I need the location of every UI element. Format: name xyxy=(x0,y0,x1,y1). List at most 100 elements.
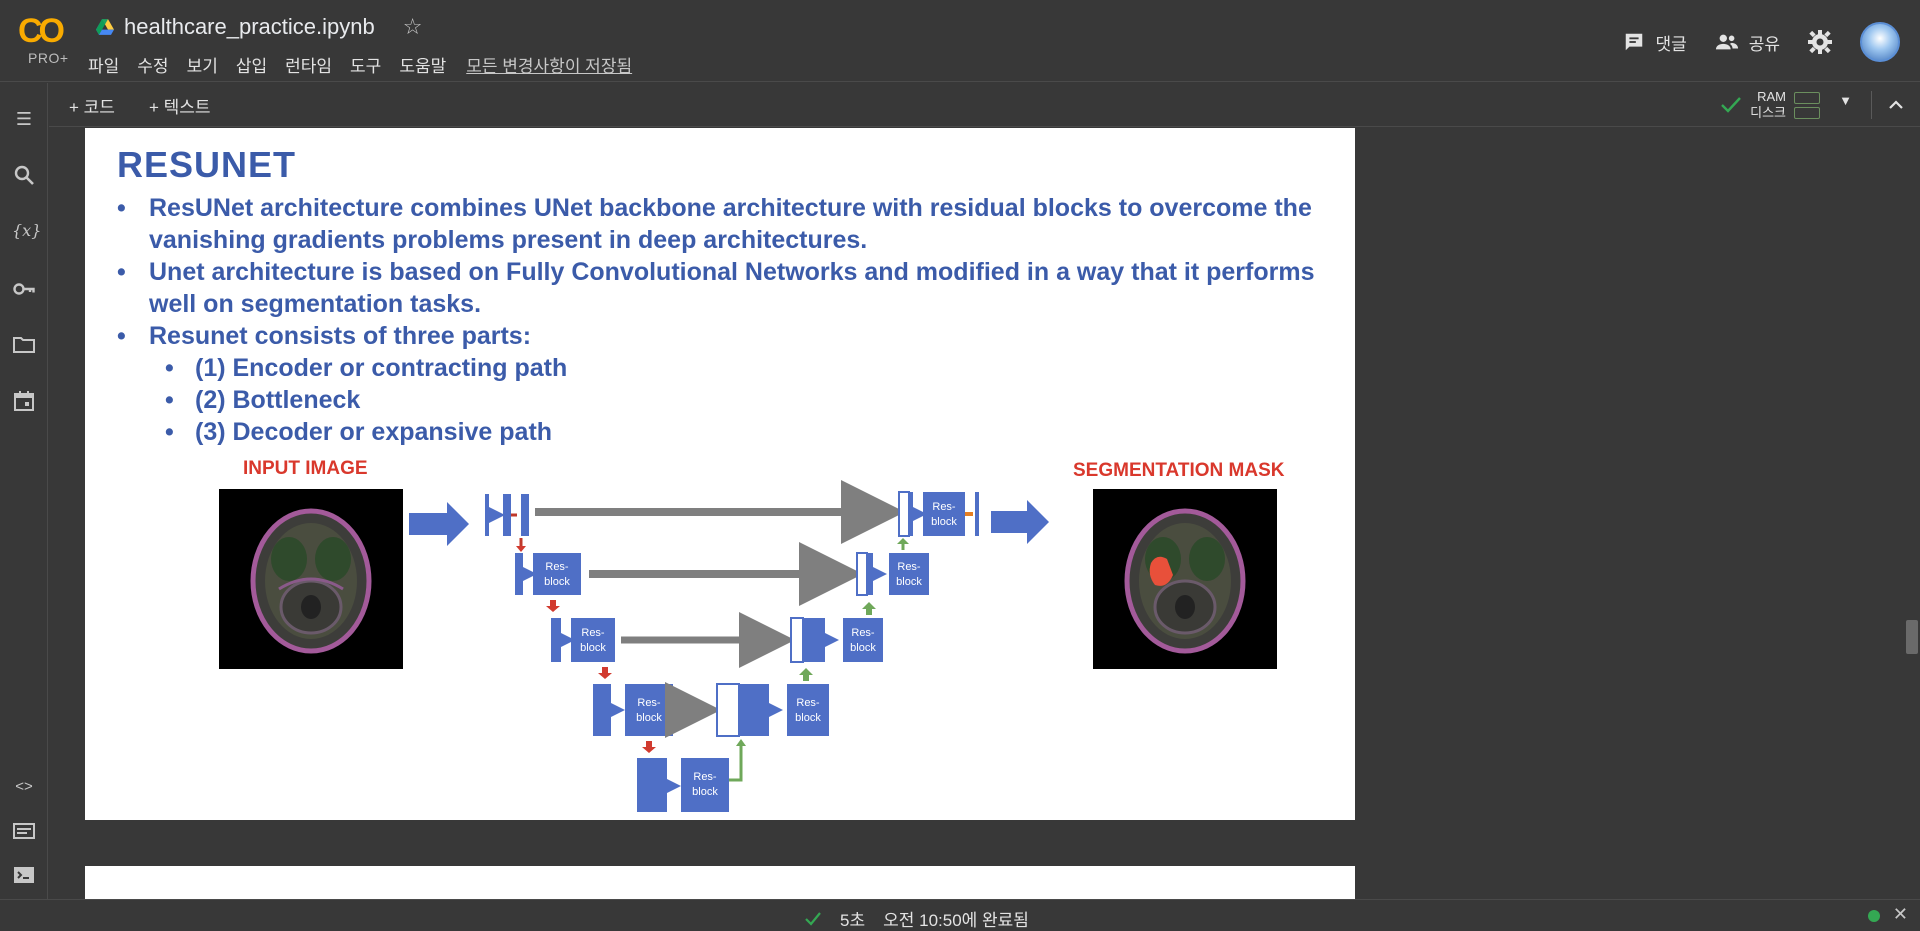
add-code-button[interactable]: + 코드 xyxy=(69,98,115,117)
enc4-resblock xyxy=(625,684,673,736)
menu-view[interactable]: 보기 xyxy=(186,57,218,76)
bottleneck-resblock-text-2: block xyxy=(692,786,718,798)
dec2-concat xyxy=(856,552,868,596)
ram-label: RAM xyxy=(1757,89,1786,104)
status-check-icon xyxy=(805,911,821,926)
menu-insert[interactable]: 삽입 xyxy=(235,57,268,76)
segmentation-mask-label: SEGMENTATION MASK xyxy=(1073,460,1285,481)
input-big-arrow xyxy=(409,502,469,546)
sub-bullet-3: (3) Decoder or expansive path xyxy=(117,416,1337,448)
star-icon[interactable]: ☆ xyxy=(402,14,423,39)
status-bar: 5초 오전 10:50에 완료됨 ✕ xyxy=(0,899,1920,931)
enc1-layer-a xyxy=(485,494,489,536)
output-big-arrow xyxy=(991,500,1049,544)
top-bar: CO PRO+ healthcare_practice.ipynb ☆ 파일 수… xyxy=(0,0,1920,82)
notebook-content[interactable]: RESUNET ResUNet architecture combines UN… xyxy=(49,128,1920,899)
bullet-2: Unet architecture is based on Fully Conv… xyxy=(117,256,1337,320)
saved-status[interactable]: 모든 변경사항이 저장됨 xyxy=(466,57,633,76)
logo-text: CO xyxy=(18,12,65,50)
menu-file[interactable]: 파일 xyxy=(88,57,120,76)
notebook-toolbar: + 코드 + 텍스트 RAM 디스크 ▼ xyxy=(49,83,1920,127)
notebook-title[interactable]: healthcare_practice.ipynb xyxy=(124,14,375,39)
resource-labels: RAM 디스크 xyxy=(1750,89,1786,121)
dec4-resblock-text-1: Res- xyxy=(796,697,820,709)
enc1-layer-c xyxy=(521,494,529,536)
google-drive-icon[interactable] xyxy=(96,19,114,35)
settings-gear-icon[interactable] xyxy=(1808,30,1832,54)
code-snippets-icon[interactable]: <> xyxy=(15,778,33,795)
dec1-resblock-text-2: block xyxy=(931,516,957,528)
execution-completed-time: 오전 10:50에 완료됨 xyxy=(883,911,1029,930)
bullet-1: ResUNet architecture combines UNet backb… xyxy=(117,192,1337,256)
segmentation-mask-image xyxy=(1093,489,1277,669)
enc2-resblock-text-1: Res- xyxy=(545,561,569,573)
comment-icon xyxy=(1626,33,1643,51)
execution-duration: 5초 xyxy=(840,911,866,930)
terminal-icon[interactable] xyxy=(12,863,36,887)
bottleneck-resblock xyxy=(681,758,729,812)
dec2-resblock xyxy=(889,553,929,595)
vertical-scrollbar-thumb[interactable] xyxy=(1906,620,1918,654)
user-avatar[interactable] xyxy=(1860,22,1900,62)
enc2-resblock xyxy=(533,553,581,595)
command-palette-icon[interactable] xyxy=(12,819,36,843)
enc1-layer-b xyxy=(503,494,511,536)
comment-button[interactable]: 댓글 xyxy=(1623,30,1687,55)
colab-logo[interactable]: CO PRO+ xyxy=(16,12,72,68)
collapse-chevron-up-icon[interactable] xyxy=(1886,95,1906,115)
top-right-actions: 댓글 공유 xyxy=(1623,22,1900,62)
people-icon xyxy=(1715,34,1738,50)
dec1-resblock xyxy=(923,492,965,536)
search-icon[interactable] xyxy=(12,163,36,187)
share-label: 공유 xyxy=(1748,34,1780,54)
key-icon[interactable] xyxy=(12,277,36,301)
input-mri-image xyxy=(219,489,403,669)
logo-tier: PRO+ xyxy=(28,50,69,66)
variables-icon[interactable]: {x} xyxy=(12,221,42,240)
calendar-icon[interactable] xyxy=(12,389,36,413)
text-cell-slide[interactable]: RESUNET ResUNet architecture combines UN… xyxy=(85,128,1355,820)
dec4-resblock xyxy=(787,684,829,736)
dec3-resblock xyxy=(843,618,883,662)
table-of-contents-icon[interactable]: ☰ xyxy=(15,109,33,129)
menu-tools[interactable]: 도구 xyxy=(350,57,382,76)
next-cell[interactable] xyxy=(85,866,1355,899)
folder-icon[interactable] xyxy=(12,333,36,357)
left-sidebar: ☰ {x} <> xyxy=(0,83,48,899)
bottleneck-resblock-text-1: Res- xyxy=(693,771,717,783)
menu-help[interactable]: 도움말 xyxy=(399,57,447,76)
disk-label: 디스크 xyxy=(1750,105,1786,120)
enc3-resblock-text-2: block xyxy=(580,642,606,654)
resunet-diagram: Res- block Res- block Res- block xyxy=(409,480,1049,812)
resource-bars xyxy=(1794,91,1820,119)
dec1-resblock-text-1: Res- xyxy=(932,501,956,513)
enc3-layer xyxy=(551,618,561,662)
menu-runtime[interactable]: 런타임 xyxy=(285,57,333,76)
slide-bullets: ResUNet architecture combines UNet backb… xyxy=(117,192,1337,448)
resource-monitor[interactable]: RAM 디스크 xyxy=(1720,89,1820,121)
dec4-resblock-text-2: block xyxy=(795,712,821,724)
dec2-resblock-text-1: Res- xyxy=(897,561,921,573)
menu-edit[interactable]: 수정 xyxy=(137,57,169,76)
connected-check-icon xyxy=(1721,97,1741,113)
input-image-label: INPUT IMAGE xyxy=(243,458,368,479)
enc4-layer xyxy=(593,684,611,736)
sub-bullet-1: (1) Encoder or contracting path xyxy=(117,352,1337,384)
dec4-concat xyxy=(716,683,740,737)
title-row: healthcare_practice.ipynb ☆ xyxy=(96,14,422,40)
comment-label: 댓글 xyxy=(1655,34,1687,54)
slide-title: RESUNET xyxy=(117,144,297,185)
dec2-resblock-text-2: block xyxy=(896,576,922,588)
enc2-layer xyxy=(515,553,523,595)
execution-status[interactable]: 5초 오전 10:50에 완료됨 xyxy=(804,906,1029,931)
enc3-resblock xyxy=(571,618,615,662)
enc4-resblock-text-1: Res- xyxy=(637,697,661,709)
add-text-button[interactable]: + 텍스트 xyxy=(149,98,211,117)
enc2-resblock-text-2: block xyxy=(544,576,570,588)
disk-bar xyxy=(1794,106,1820,119)
bottleneck-up-arrow xyxy=(729,744,743,782)
dec3-resblock-text-2: block xyxy=(850,642,876,654)
runtime-dropdown-icon[interactable]: ▼ xyxy=(1839,93,1852,108)
share-button[interactable]: 공유 xyxy=(1715,30,1780,55)
close-icon[interactable]: ✕ xyxy=(1892,904,1908,924)
